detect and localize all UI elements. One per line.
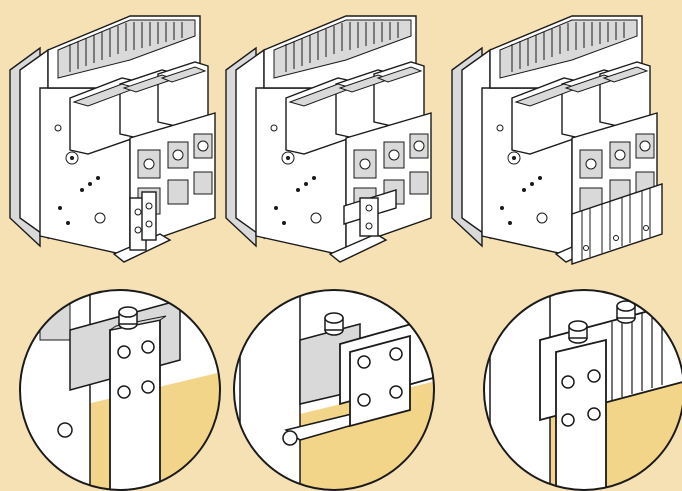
detail-vertical-terminal xyxy=(19,289,221,491)
detail-flat-terminal xyxy=(483,289,682,491)
detail-horizontal-terminal xyxy=(233,289,435,491)
breaker-flat-terminal-icon xyxy=(451,15,663,265)
breaker-horizontal-terminal-icon xyxy=(225,15,432,263)
breaker-vertical-terminal-icon xyxy=(9,15,216,263)
